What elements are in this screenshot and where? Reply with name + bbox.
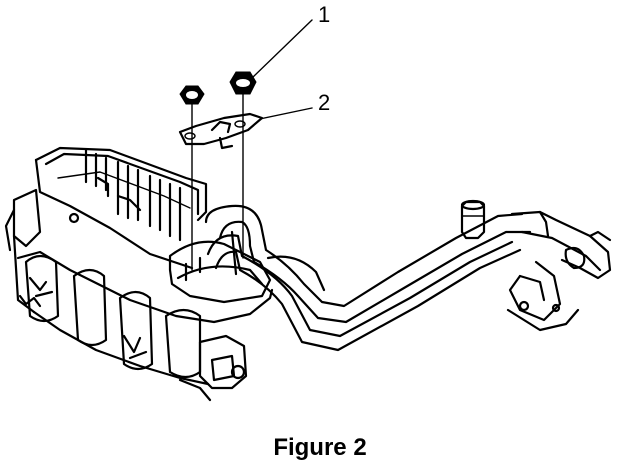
line-end-bracket — [506, 210, 612, 332]
fuel-lines — [204, 199, 532, 352]
callout-1-number: 1 — [318, 2, 330, 27]
callout-2-number: 2 — [318, 90, 330, 115]
nut-right — [229, 71, 257, 95]
callout-1-leader-line — [251, 19, 313, 79]
figure-caption: Figure 2 — [273, 434, 367, 461]
nut-left — [179, 85, 205, 105]
bracket — [178, 112, 264, 150]
callout-1: 1 — [251, 2, 330, 79]
injector-housing — [4, 146, 274, 402]
